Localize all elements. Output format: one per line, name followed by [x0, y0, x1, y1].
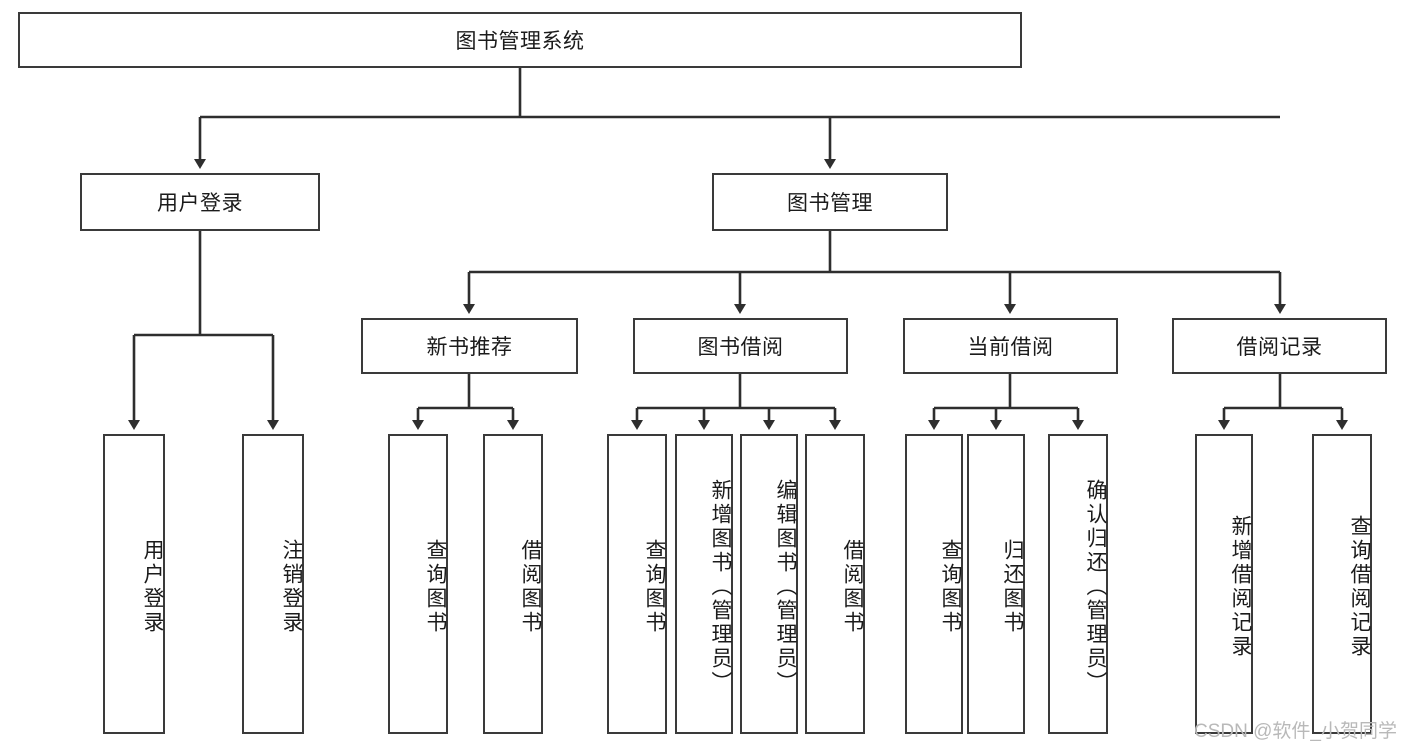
- node-leaf-add-book-label: 新增图书（管理员）: [709, 479, 732, 695]
- node-leaf-borrow-book[interactable]: 借阅图书: [805, 434, 865, 734]
- node-user-login[interactable]: 用户登录: [80, 173, 320, 231]
- node-leaf-borrow-book-label: 借阅图书: [841, 539, 864, 635]
- node-leaf-query-book-borrow-label: 查询图书: [643, 539, 666, 635]
- node-leaf-user-login-label: 用户登录: [141, 539, 164, 635]
- node-book-borrow[interactable]: 图书借阅: [633, 318, 848, 374]
- node-leaf-query-book-borrow[interactable]: 查询图书: [607, 434, 667, 734]
- node-leaf-add-record-label: 新增借阅记录: [1229, 515, 1252, 659]
- node-leaf-query-book-rec[interactable]: 查询图书: [388, 434, 448, 734]
- node-leaf-edit-book-label: 编辑图书（管理员）: [774, 479, 797, 695]
- node-leaf-add-book[interactable]: 新增图书（管理员）: [675, 434, 733, 734]
- node-current-borrow-label: 当前借阅: [967, 336, 1054, 359]
- node-leaf-borrow-book-rec[interactable]: 借阅图书: [483, 434, 543, 734]
- node-new-book-recommend[interactable]: 新书推荐: [361, 318, 578, 374]
- node-new-book-recommend-label: 新书推荐: [426, 336, 513, 359]
- node-root[interactable]: 图书管理系统: [18, 12, 1022, 68]
- node-leaf-confirm-return[interactable]: 确认归还（管理员）: [1048, 434, 1108, 734]
- node-leaf-confirm-return-label: 确认归还（管理员）: [1084, 479, 1107, 695]
- node-leaf-query-record-label: 查询借阅记录: [1348, 515, 1371, 659]
- node-leaf-query-record[interactable]: 查询借阅记录: [1312, 434, 1372, 734]
- node-borrow-record[interactable]: 借阅记录: [1172, 318, 1387, 374]
- node-leaf-edit-book[interactable]: 编辑图书（管理员）: [740, 434, 798, 734]
- node-current-borrow[interactable]: 当前借阅: [903, 318, 1118, 374]
- node-leaf-return-book-label: 归还图书: [1001, 539, 1024, 635]
- node-book-manage[interactable]: 图书管理: [712, 173, 948, 231]
- node-borrow-record-label: 借阅记录: [1236, 336, 1323, 359]
- node-leaf-query-book-rec-label: 查询图书: [424, 539, 447, 635]
- node-book-manage-label: 图书管理: [787, 192, 873, 215]
- node-leaf-user-login[interactable]: 用户登录: [103, 434, 165, 734]
- node-leaf-return-book[interactable]: 归还图书: [967, 434, 1025, 734]
- node-leaf-add-record[interactable]: 新增借阅记录: [1195, 434, 1253, 734]
- node-leaf-user-logout-label: 注销登录: [280, 539, 303, 635]
- node-book-borrow-label: 图书借阅: [697, 336, 784, 359]
- watermark: CSDN @软件_小贺同学: [1194, 721, 1397, 742]
- node-leaf-query-book-cur[interactable]: 查询图书: [905, 434, 963, 734]
- node-leaf-borrow-book-rec-label: 借阅图书: [519, 539, 542, 635]
- node-leaf-query-book-cur-label: 查询图书: [939, 539, 962, 635]
- node-root-label: 图书管理系统: [455, 30, 585, 53]
- node-leaf-user-logout[interactable]: 注销登录: [242, 434, 304, 734]
- node-user-login-label: 用户登录: [157, 192, 243, 215]
